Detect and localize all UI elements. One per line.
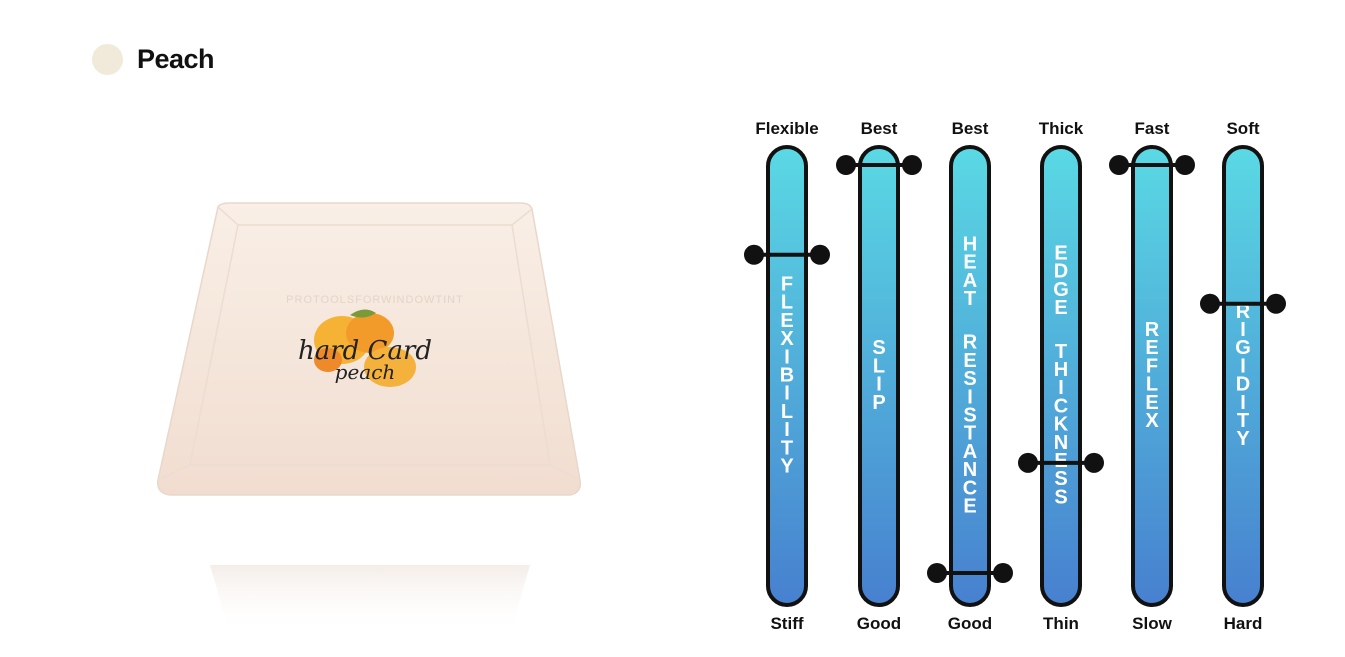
meter-tube [1131, 145, 1173, 607]
meter-bottom-label: Thin [1043, 614, 1079, 633]
meter-top-label: Fast [1135, 119, 1170, 138]
meter-level-marker [927, 563, 1013, 583]
meter-bottom-label: Good [857, 614, 901, 633]
product-image: PROTOOLSFORWINDOWTINT hard Card peach [157, 202, 582, 635]
meter-level-marker [1018, 452, 1104, 473]
meter-name: EDGETHICKNESS [1053, 243, 1069, 509]
meter-top-label: Flexible [755, 119, 818, 138]
meter-level-marker [1109, 155, 1195, 175]
meter-top-label: Thick [1039, 119, 1084, 138]
card-name-line1: hard Card [298, 336, 432, 366]
meter-bottom-label: Hard [1224, 614, 1263, 633]
meter-level-marker [1200, 293, 1286, 314]
meter-level-marker [744, 244, 830, 265]
meter-tube [1040, 145, 1082, 607]
meter-top-label: Soft [1226, 119, 1259, 138]
meter-top-label: Best [952, 119, 989, 138]
color-swatch [92, 43, 123, 75]
meter-bottom-label: Slow [1132, 614, 1172, 633]
card-reflection [210, 565, 530, 635]
page-title: Peach [137, 43, 215, 74]
meter-bottom-label: Good [948, 614, 992, 633]
meter-bottom-label: Stiff [770, 614, 803, 633]
peach-fruit-icon [314, 309, 416, 387]
page-header: Peach [92, 42, 215, 76]
meter-tube [766, 145, 808, 607]
card-name-line2: peach [335, 360, 396, 384]
meter-level-marker [836, 155, 922, 175]
card-brand-text: PROTOOLSFORWINDOWTINT [286, 294, 464, 306]
meter-tube [858, 145, 900, 607]
meter-top-label: Best [861, 119, 898, 138]
meter-tube [1222, 145, 1264, 607]
meter-tube [949, 145, 991, 607]
